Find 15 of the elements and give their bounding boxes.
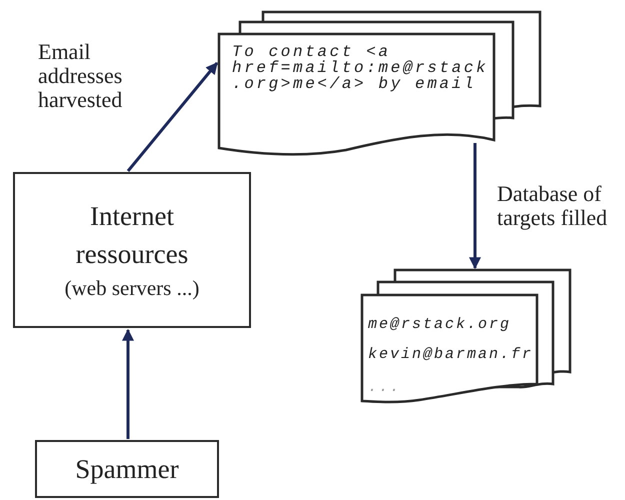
list-entry: ... [368,380,402,396]
code-text: To contact <a href=mailto:me@rstack.org>me</a> by email [232,44,490,92]
box-subtitle: (web servers ...) [64,275,200,302]
box-title: Spammer [75,453,179,486]
process-box [13,172,251,328]
document-stack [216,8,544,158]
box-subtitle: ressources [76,238,188,271]
arrow [469,143,481,270]
list-entry: me@rstack.org [368,316,512,334]
process-box [35,440,219,498]
document-stack [359,266,574,406]
arrow [122,328,134,439]
box-title: Internet [90,200,174,233]
list-entry: kevin@barman.fr [368,346,534,364]
arrow [126,62,218,172]
